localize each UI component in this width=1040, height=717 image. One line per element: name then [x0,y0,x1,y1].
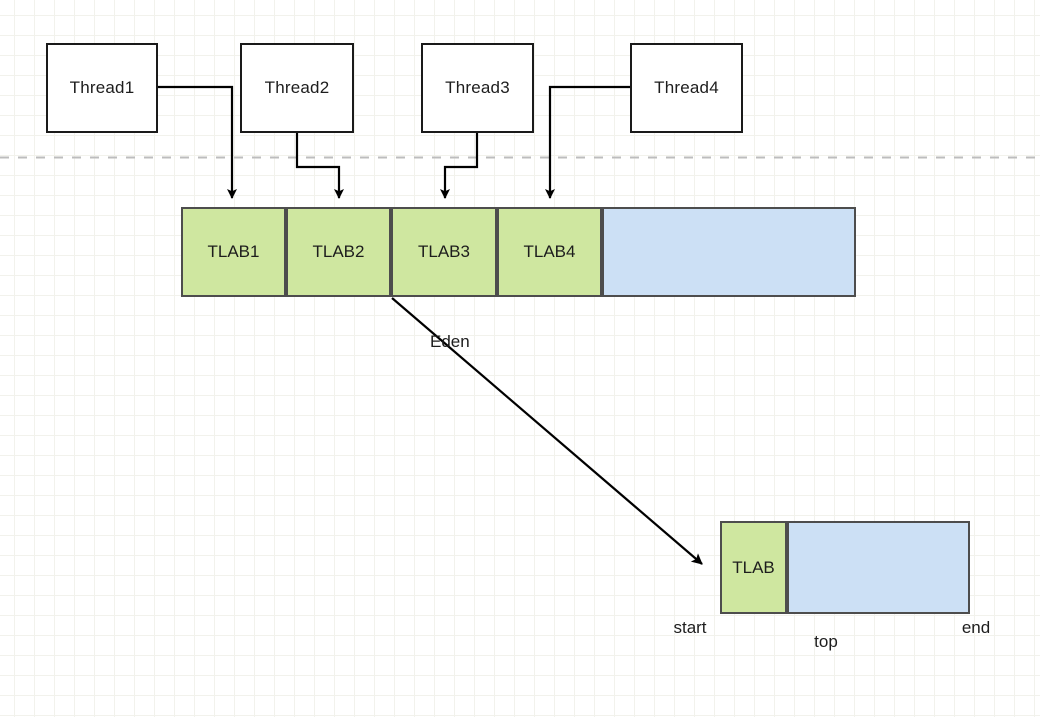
connector-thread4-to-tlab4 [545,85,630,199]
thread-box-4[interactable]: Thread4 [630,43,743,133]
tlab-detail-label: TLAB [732,557,775,577]
tlab-detail-used-region[interactable]: TLAB [720,521,787,614]
thread-box-3[interactable]: Thread3 [421,43,534,133]
thread-box-1[interactable]: Thread1 [46,43,158,133]
eden-segment-label: TLAB4 [523,242,576,261]
connector-thread3-to-tlab3 [440,133,479,199]
tlab-detail-free-region[interactable] [787,521,970,614]
eden-free-region[interactable] [602,207,856,297]
eden-label: Eden [430,332,470,351]
thread-box-label: Thread1 [69,78,135,97]
connector-thread2-to-tlab2 [295,133,344,199]
tlab-marker-end: end [961,618,991,637]
connector-thread1-to-tlab1 [158,85,237,199]
eden-segment-tlab1[interactable]: TLAB1 [181,207,286,297]
eden-segment-label: TLAB3 [418,242,470,261]
eden-segment-label: TLAB2 [312,242,365,261]
tlab-marker-start: start [673,618,707,637]
thread-box-label: Thread3 [445,78,510,97]
eden-segment-label: TLAB1 [207,242,260,261]
eden-segment-tlab2[interactable]: TLAB2 [286,207,391,297]
thread-box-label: Thread2 [264,78,330,97]
thread-box-2[interactable]: Thread2 [240,43,354,133]
tlab-marker-top: top [814,632,838,651]
eden-segment-tlab3[interactable]: TLAB3 [391,207,497,297]
eden-segment-tlab4[interactable]: TLAB4 [497,207,602,297]
thread-box-label: Thread4 [654,78,719,97]
